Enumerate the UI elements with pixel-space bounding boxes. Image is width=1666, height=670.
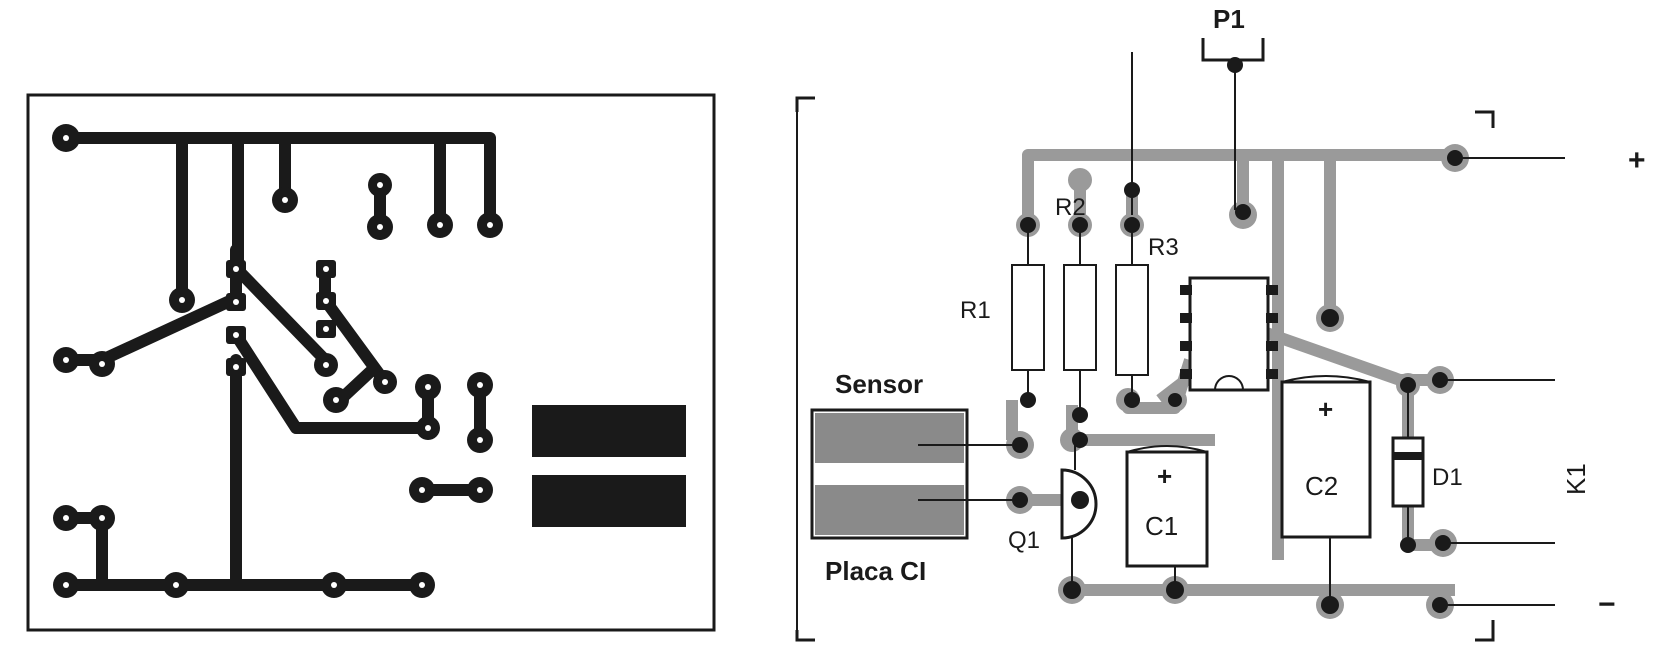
capacitor-c1 [1125,445,1209,599]
label-minus: − [1598,588,1616,621]
sensor-plate [810,408,1020,540]
ic-chip [1180,276,1278,392]
capacitor-c2 [1280,309,1372,614]
label-d1: D1 [1432,464,1463,491]
label-c1: C1 [1145,511,1178,541]
drill-holes [63,135,493,588]
p1-wiper-pad [1227,57,1243,73]
label-q1: Q1 [1008,527,1040,554]
label-p1: P1 [1213,4,1245,34]
resistor-r3 [1115,182,1149,408]
pcb-board-outline [26,93,716,632]
sensor-pad-top [532,405,686,457]
label-r1: R1 [960,297,991,324]
label-placa: Placa CI [825,556,926,586]
transistor-q1 [1012,437,1098,599]
label-sensor: Sensor [835,369,923,399]
label-r2: R2 [1055,194,1086,221]
label-c2: C2 [1305,471,1338,501]
label-c1-plus: + [1157,461,1172,491]
diode-d1 [1391,377,1425,553]
label-r3: R3 [1148,234,1179,261]
pcb-component-layout: P1 R1 R2 R3 [795,4,1646,642]
label-plus: + [1628,144,1646,177]
terminal-pads [1168,150,1463,613]
sensor-pad-bottom [532,475,686,527]
label-k1: K1 [1561,463,1591,495]
resistor-r1 [1011,217,1045,408]
label-c2-plus: + [1318,394,1333,424]
pcb-copper-layout [26,93,716,632]
